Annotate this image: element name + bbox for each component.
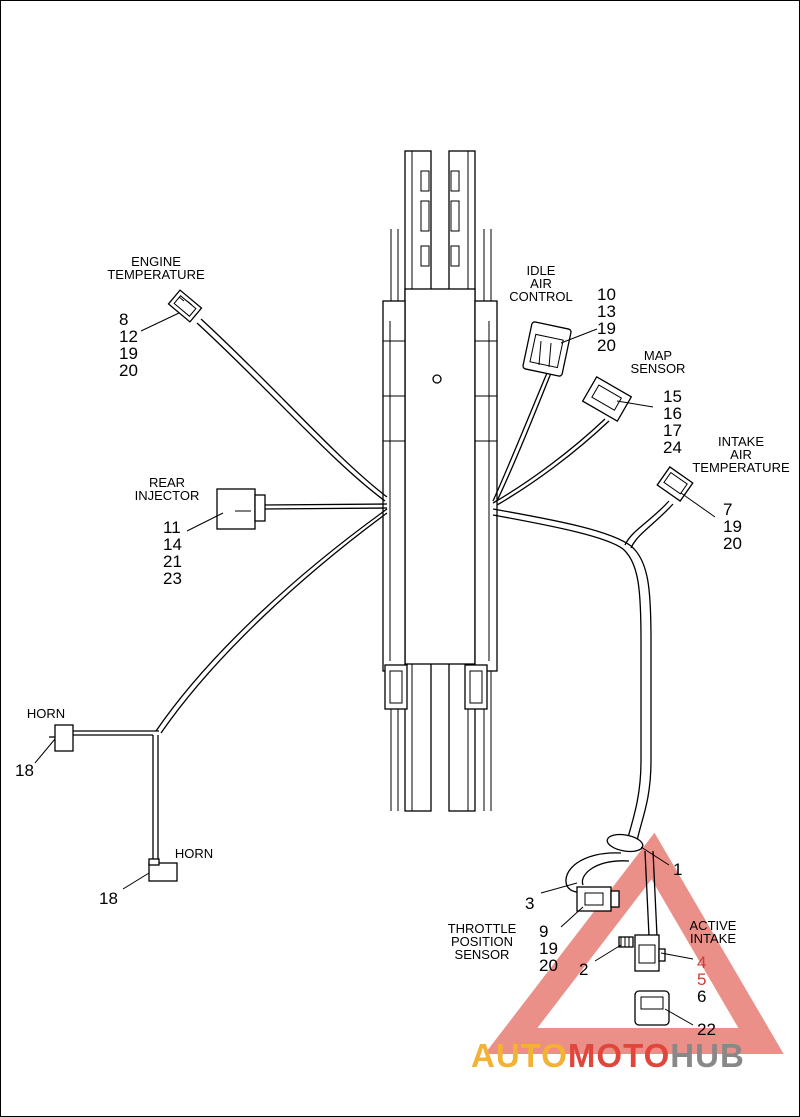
callout-push-in-clip: 2 [579, 960, 589, 979]
frame-rails [382, 150, 498, 812]
connector-idle-air-control [522, 321, 572, 377]
watermark-part-auto: AUTO [471, 1037, 568, 1074]
label-horn-lower: HORN [174, 846, 214, 861]
harness-wires [73, 318, 674, 937]
connector-horn-lower [148, 858, 178, 882]
connector-active-intake [634, 934, 666, 972]
watermark-triangle [484, 832, 784, 1054]
callout-engine-temperature: 8 12 19 20 [119, 310, 138, 380]
connector-throttle-position-sensor [576, 886, 620, 912]
callout-horn-lower: 18 [99, 889, 118, 908]
connector-rear-injector [216, 488, 266, 530]
push-in-clip [618, 936, 634, 948]
callout-bottom-connector: 22 [697, 1020, 716, 1039]
leader-lines [34, 312, 716, 1026]
callout-horn-upper: 18 [15, 761, 34, 780]
label-engine-temperature: ENGINE TEMPERATURE [107, 254, 205, 282]
callout-rear-injector: 11 14 21 23 [163, 518, 182, 588]
connector-horn-upper [49, 724, 74, 752]
watermark-logo: AUTOMOTOHUB [471, 1037, 745, 1075]
watermark-part-moto: MOTO [567, 1037, 671, 1074]
connector-map-sensor [581, 375, 633, 423]
watermark-part-hub: HUB [670, 1037, 745, 1074]
label-idle-air-control: IDLE AIR CONTROL [509, 263, 573, 304]
callout-clip: 1 [673, 860, 683, 879]
connector-engine-temperature [167, 289, 203, 323]
callout-harness-loop: 3 [525, 894, 535, 913]
label-active-intake: ACTIVE INTAKE [689, 918, 737, 946]
label-intake-air-temperature: INTAKE AIR TEMPERATURE [692, 434, 790, 475]
callout-throttle-position-sensor: 9 19 20 [539, 922, 558, 975]
callout-intake-air-temperature: 7 19 20 [723, 500, 742, 553]
callout-map-sensor: 15 16 17 24 [663, 387, 682, 457]
label-map-sensor: MAP SENSOR [630, 348, 686, 376]
callout-active-intake: 4 5 6 [697, 953, 707, 1006]
label-horn-upper: HORN [26, 706, 66, 721]
callout-idle-air-control: 10 13 19 20 [597, 285, 616, 355]
connector-intake-air-temperature [656, 466, 694, 502]
clip-harness [606, 833, 644, 853]
label-throttle-position-sensor: THROTTLE POSITION SENSOR [447, 921, 517, 962]
label-rear-injector: REAR INJECTOR [134, 475, 200, 503]
connector-bottom [634, 990, 670, 1026]
